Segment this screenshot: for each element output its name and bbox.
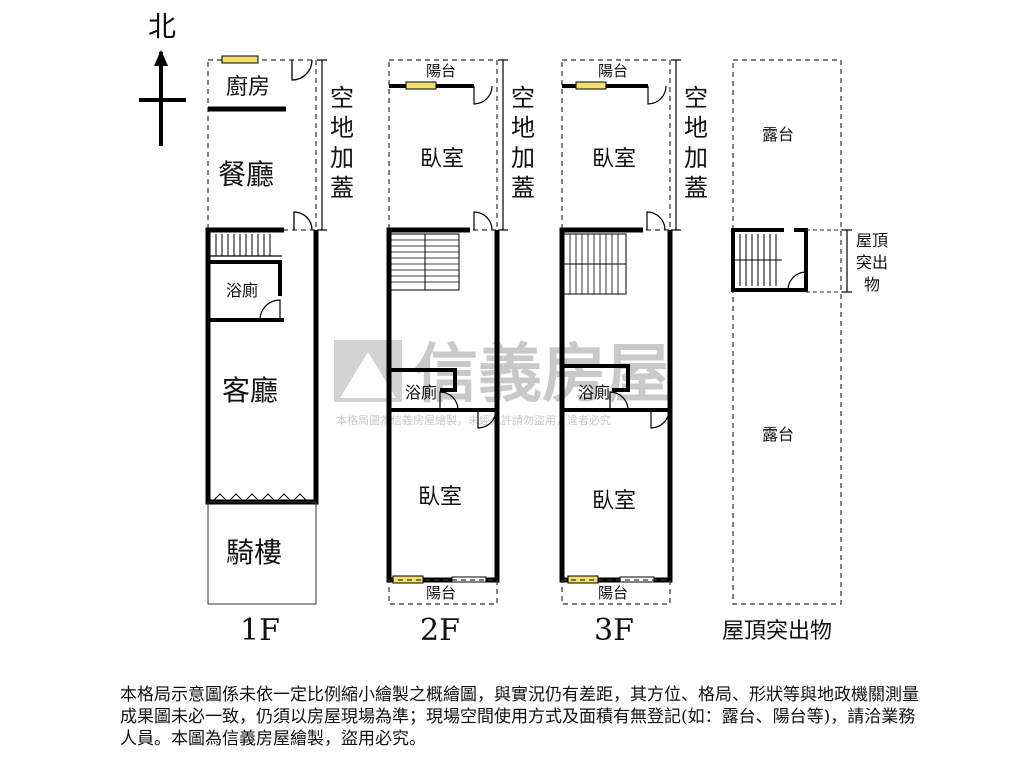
roof-floor-label: 屋頂突出物 [722,619,832,644]
2f-annex-char-4: 蓋 [511,174,535,202]
roof-terrace-area [732,59,842,605]
1f-dining-label: 餐廳 [218,158,274,191]
3f-annex-char-3: 加 [684,144,708,172]
3f-annex-char-4: 蓋 [684,174,708,202]
floor-roof: 露台 露台 屋頂 突出 物 屋頂突出物 [722,59,888,644]
roof-stairs-icon [733,234,782,286]
3f-bedroom-bottom-label: 臥室 [592,489,636,514]
2f-window-top-icon [405,81,437,90]
floor-1f: 廚房 餐廳 空 地 加 蓋 浴廁 客廳 [205,55,354,648]
2f-balcony-bottom-area [388,579,498,605]
1f-window-icon [221,55,259,64]
3f-balcony-bottom-area [561,579,671,605]
2f-bedroom-top-label: 臥室 [420,147,464,172]
3f-annex-char-1: 空 [684,84,708,112]
3f-floor-label: 3F [594,613,634,648]
roof-structure-text-1: 屋頂 [856,231,888,250]
3f-balcony-top-label: 陽台 [598,62,628,80]
watermark-notice: 本格局圖為信義房屋繪製，未經允許請勿盜用，違者必究 [336,413,611,427]
2f-balcony-top-label: 陽台 [426,62,456,80]
roof-structure-walls [731,228,808,292]
1f-annex-door-icon [293,211,313,231]
3f-window-top-icon [575,81,607,90]
3f-annex-area [561,59,671,231]
3f-hall-door-icon [650,409,670,429]
1f-annex-char-4: 蓋 [330,174,354,202]
1f-stairs-icon [208,234,282,257]
1f-bath-door-icon [259,299,281,321]
3f-bedroom-top-door-icon [646,211,666,231]
3f-balcony-bottom-label: 陽台 [598,584,628,602]
3f-stairs-icon [563,233,627,295]
2f-annex-char-1: 空 [511,84,535,112]
compass-north-label: 北 [148,10,176,43]
1f-kitchen-label: 廚房 [226,75,270,100]
3f-balcony-door-icon [647,85,667,105]
2f-balcony-door-icon [473,85,493,105]
2f-balcony-bottom-label: 陽台 [426,584,456,602]
2f-annex-char-2: 地 [511,114,535,142]
floor-2f: 陽台 臥室 空 地 加 蓋 浴廁 臥室 陽台 [386,59,535,648]
2f-bath-label: 浴廁 [405,383,437,402]
watermark-brand: 信義房屋 [414,338,670,412]
3f-bath-door-icon [609,391,629,411]
2f-floor-label: 2F [420,613,460,648]
2f-annex-area [388,59,498,231]
2f-hall-door-icon [477,409,497,429]
2f-bedroom-top-door-icon [473,211,493,231]
2f-bath-door-icon [439,391,459,411]
2f-annex-char-3: 加 [511,144,535,172]
watermark: 信義房屋 本格局圖為信義房屋繪製，未經允許請勿盜用，違者必究 [334,338,670,427]
1f-arcade-area [207,501,317,605]
1f-bath-wall [208,260,282,296]
2f-bath-wall [389,368,457,392]
floor-plan-diagram: 信義房屋 本格局圖為信義房屋繪製，未經允許請勿盜用，違者必究 北 廚房 餐廳 空… [139,10,888,648]
1f-annex-char-2: 地 [330,114,354,142]
3f-bath-label: 浴廁 [578,383,610,402]
floor-3f: 陽台 臥室 空 地 加 蓋 浴廁 臥室 [559,59,708,648]
3f-annex-char-2: 地 [684,114,708,142]
north-compass: 北 [139,10,186,146]
2f-bedroom-bottom-label: 臥室 [418,485,462,510]
3f-bedroom-top-label: 臥室 [592,147,636,172]
roof-terrace-top-label: 露台 [762,125,794,144]
compass-arrow-icon [154,50,168,66]
roof-structure-text-3: 物 [864,275,880,294]
roof-structure-text-2: 突出 [856,253,888,272]
1f-main-walls [205,227,319,505]
1f-floor-label: 1F [240,613,280,648]
1f-living-label: 客廳 [222,374,278,407]
roof-structure-door-icon [787,271,807,291]
1f-annex-area [207,59,317,231]
1f-arcade-label: 騎樓 [226,536,282,569]
disclaimer-text: 本格局示意圖係未依一定比例縮小繪製之概繪圖，與實況仍有差距，其方位、格局、形狀等… [120,685,919,749]
roof-terrace-bottom-label: 露台 [762,425,794,444]
1f-annex-char-1: 空 [330,84,354,112]
1f-bath-label: 浴廁 [226,281,258,300]
3f-bath-wall [562,364,630,392]
1f-annex-char-3: 加 [330,144,354,172]
2f-stairs-icon [390,233,460,291]
1f-kitchen-door-icon [291,59,313,81]
